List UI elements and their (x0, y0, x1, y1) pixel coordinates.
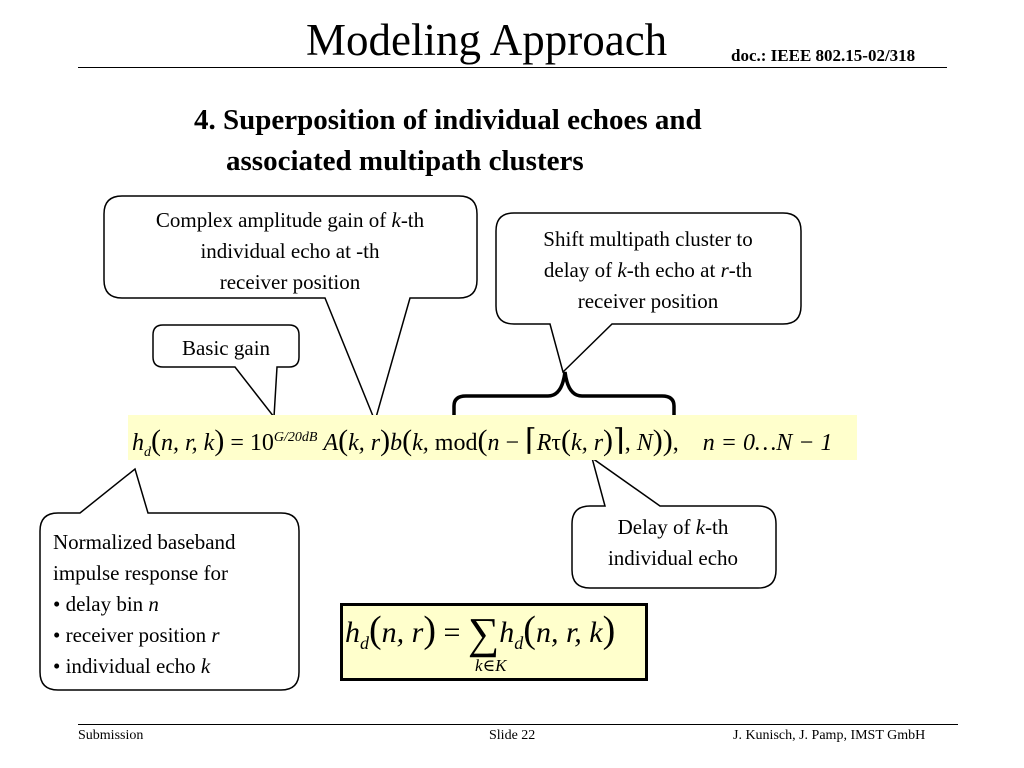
eq-paren: )) (652, 424, 673, 457)
eq-paren: ( (402, 424, 413, 457)
normalized-bullet-individual-echo: • individual echo k (53, 651, 315, 682)
subtitle-line-2: associated multipath clusters (226, 145, 584, 177)
bullet-individual-echo-label: • individual echo (53, 654, 201, 678)
document-reference: doc.: IEEE 802.15-02/318 (731, 46, 916, 65)
shift-callout-shape (495, 212, 802, 374)
sum-paren: ) (423, 609, 436, 651)
eq-paren: ( (561, 424, 572, 457)
bullet-receiver-position-variable: r (211, 623, 220, 647)
sum-lhs-h: h (345, 616, 360, 649)
eq-subscript-d: d (144, 444, 151, 460)
shift-line-2-variable-r: r (720, 258, 729, 282)
shift-line-1: Shift multipath cluster to (543, 227, 753, 251)
footer-authors: J. Kunisch, J. Pamp, IMST GmbH (733, 728, 926, 743)
impulse-response-equation: hd(n, r, k) = 10G/20dB A(k, r)b(k, mod(n… (132, 424, 833, 460)
normalized-callout-text: Normalized baseband impulse response for… (40, 527, 315, 682)
sum-formula-box (340, 603, 648, 681)
shift-line-2-prefix: delay of (543, 258, 618, 282)
sum-paren: ) (602, 609, 616, 651)
delay-line-1-suffix: -th (705, 515, 729, 539)
amplitude-line-1-prefix: Complex amplitude gain of (155, 208, 392, 232)
delay-line-1-prefix: Delay of (617, 515, 696, 539)
eq-paren: ( (151, 424, 161, 457)
eq-minus: − (505, 430, 519, 456)
basic-gain-callout-shape (152, 324, 300, 420)
eq-h: h (132, 430, 144, 456)
bullet-receiver-position-label: • receiver position (53, 623, 212, 647)
amplitude-line-2: individual echo at -th (200, 239, 380, 263)
sum-paren: ( (523, 609, 536, 651)
eq-A-args: k, r (348, 430, 381, 456)
footer-submission: Submission (78, 728, 144, 743)
normalized-callout-shape (39, 467, 300, 691)
sigma-icon: ∑ (467, 609, 500, 658)
eq-tau: τ (551, 430, 562, 456)
subtitle-line-1: 4. Superposition of individual echoes an… (194, 104, 702, 136)
shift-callout-text: Shift multipath cluster to delay of k-th… (495, 224, 801, 317)
eq-paren: ) (380, 424, 391, 457)
footer-slide-number: Slide 22 (489, 728, 536, 743)
bullet-individual-echo-variable: k (200, 654, 211, 678)
shift-line-2-variable-k: k (617, 258, 627, 282)
eq-exponent-text: G/20dB (273, 430, 318, 445)
eq-A: A (323, 430, 339, 456)
delay-callout-text: Delay of k-th individual echo (572, 512, 774, 574)
eq-b-args: k, (412, 430, 435, 456)
eq-b: b (390, 430, 403, 456)
eq-equals: = (230, 430, 244, 456)
eq-paren: ( (477, 424, 488, 457)
sum-rhs-h: h (499, 616, 515, 649)
basic-gain-callout-text: Basic gain (181, 336, 271, 360)
shift-line-2-suffix: -th (728, 258, 753, 282)
amplitude-line-3: receiver position (219, 270, 361, 294)
sum-lhs-args: n, r (381, 616, 424, 649)
eq-ceil-open: ⌈ (525, 424, 537, 457)
header-divider (78, 67, 947, 68)
delay-line-1-variable: k (695, 515, 706, 539)
sum-lhs-subscript: d (360, 633, 369, 653)
delay-callout-shape (571, 456, 777, 589)
amplitude-callout-shape (103, 195, 478, 424)
amplitude-callout-text: Complex amplitude gain of k-th individua… (103, 205, 477, 298)
eq-range: n = 0…N − 1 (702, 430, 833, 456)
normalized-line-1: Normalized baseband (53, 530, 236, 554)
sum-formula: hd(n, r) = ∑hd(n, r, k) (345, 610, 615, 663)
normalized-line-2: impulse response for (53, 561, 228, 585)
eq-paren: ) (603, 424, 614, 457)
eq-exponent: G/20dB (274, 430, 318, 445)
normalized-bullet-delay-bin: • delay bin n (53, 589, 315, 620)
eq-n: n (487, 430, 500, 456)
eq-R: R (536, 430, 552, 456)
delay-line-2: individual echo (607, 546, 739, 570)
sum-equals: = (443, 616, 461, 649)
shift-line-2-middle: -th echo at (626, 258, 721, 282)
bullet-delay-bin-variable: n (148, 592, 159, 616)
eq-ten: 10 (249, 430, 274, 456)
shift-line-3: receiver position (577, 289, 719, 313)
slide-title: Modeling Approach (306, 15, 668, 65)
eq-tau-args: k, r (571, 430, 604, 456)
eq-paren: ( (338, 424, 349, 457)
curly-brace-icon (452, 371, 676, 416)
sum-index: k∈K (475, 656, 507, 675)
eq-mod: mod (434, 430, 478, 456)
sum-paren: ( (369, 609, 382, 651)
equation-highlight (128, 415, 857, 460)
amplitude-line-1-suffix: -th (400, 208, 425, 232)
normalized-bullet-receiver-position: • receiver position r (53, 620, 315, 651)
eq-ceil-close: ⌉ (613, 424, 625, 457)
footer-divider (78, 724, 958, 725)
eq-N: N (636, 430, 653, 456)
sum-rhs-subscript: d (514, 633, 524, 653)
amplitude-line-1-variable: k (391, 208, 401, 232)
bullet-delay-bin-label: • delay bin (53, 592, 149, 616)
eq-paren: ) (214, 424, 225, 457)
eq-arguments: n, r, k (161, 430, 215, 456)
sum-rhs-args: n, r, k (535, 616, 603, 649)
